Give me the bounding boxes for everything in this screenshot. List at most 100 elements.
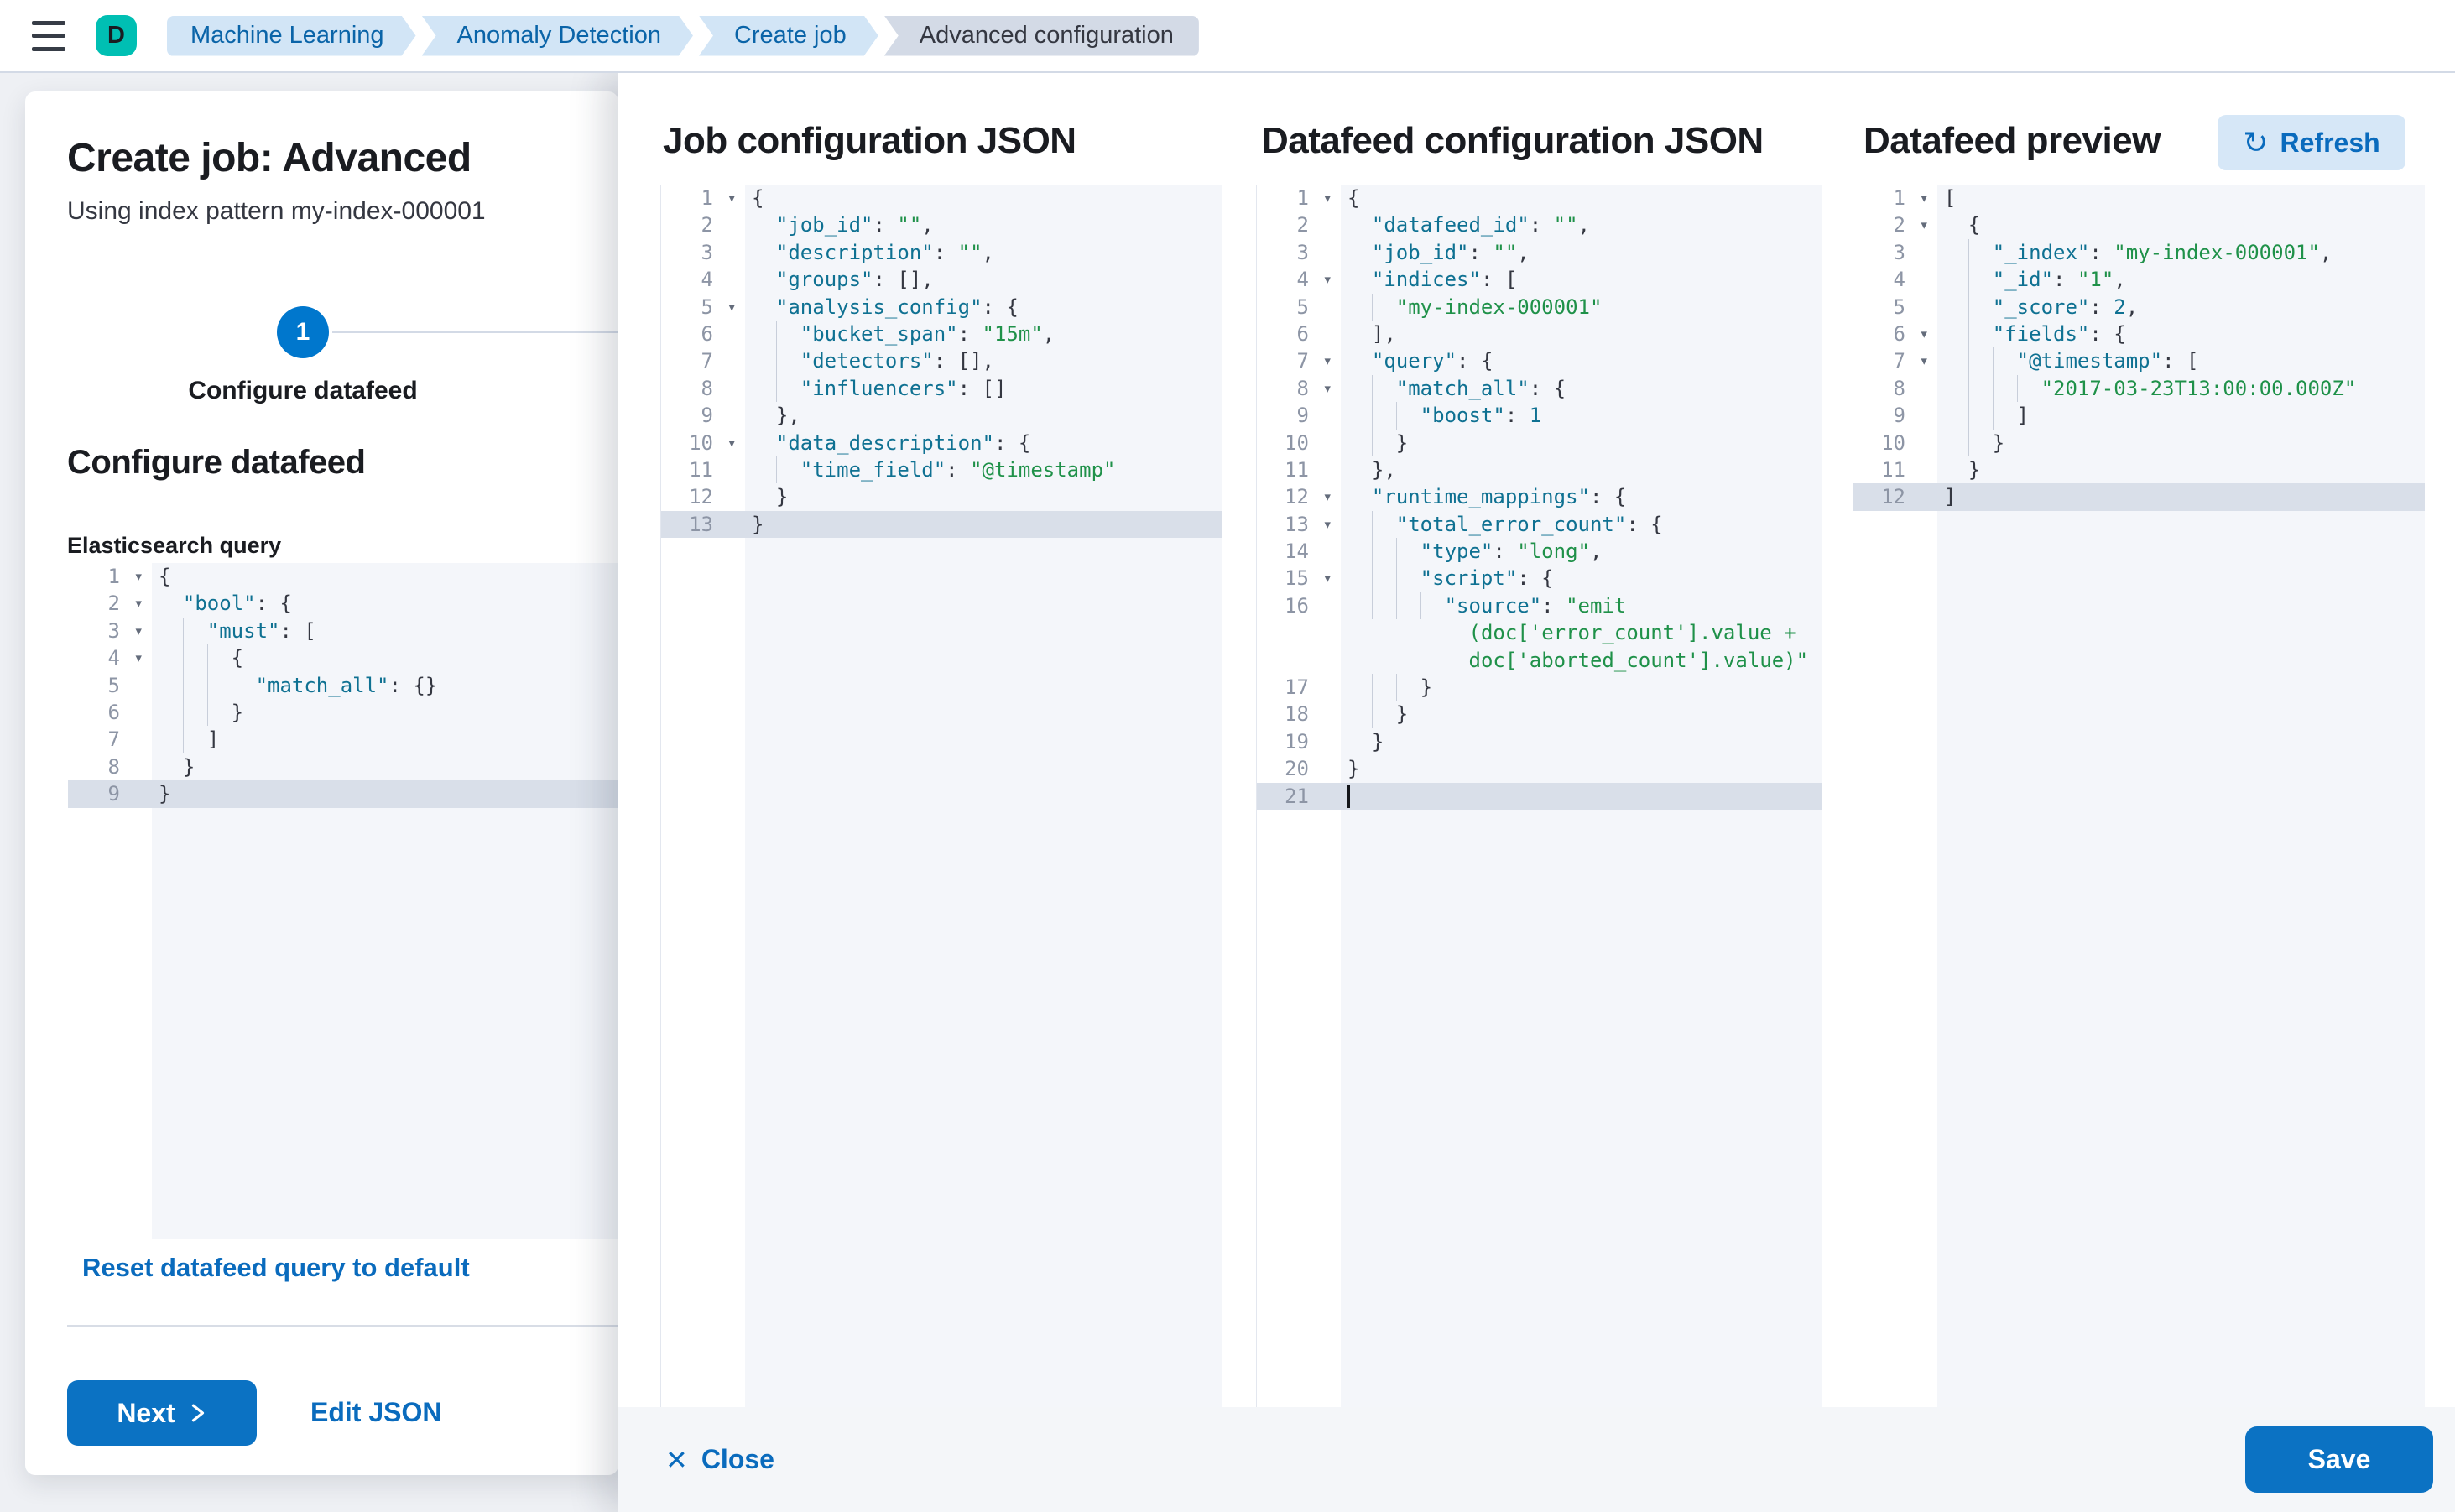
avatar[interactable]: D bbox=[96, 15, 137, 56]
fold-arrow-icon[interactable]: ▾ bbox=[1322, 189, 1332, 207]
fold-arrow-icon[interactable]: ▾ bbox=[1919, 216, 1929, 235]
breadcrumb-anomaly-detection[interactable]: Anomaly Detection bbox=[422, 16, 693, 56]
code-line: 4▾"indices": [ bbox=[1257, 266, 1822, 293]
menu-icon[interactable] bbox=[32, 20, 65, 51]
fold-arrow-icon[interactable]: ▾ bbox=[727, 433, 737, 452]
fold-arrow-icon[interactable]: ▾ bbox=[1322, 487, 1332, 507]
code-line: 6▾"fields": { bbox=[1853, 321, 2425, 347]
code-line: 7] bbox=[68, 726, 618, 753]
code-line: 2▾"bool": { bbox=[68, 590, 618, 617]
code-line: 3"_index": "my-index-000001", bbox=[1853, 239, 2425, 266]
elasticsearch-query-label: Elasticsearch query bbox=[67, 533, 282, 558]
refresh-button[interactable]: ↻ Refresh bbox=[2218, 115, 2405, 170]
datafeed-preview-editor[interactable]: 1▾[2▾{3"_index": "my-index-000001",4"_id… bbox=[1853, 185, 2425, 1407]
job-configuration-editor[interactable]: 1▾{2"job_id": "",3"description": "",4"gr… bbox=[660, 185, 1222, 1407]
code-line: 10▾"data_description": { bbox=[661, 430, 1222, 456]
code-line: 11"time_field": "@timestamp" bbox=[661, 456, 1222, 483]
breadcrumb: Machine Learning Anomaly Detection Creat… bbox=[167, 15, 1199, 56]
code-line: doc['aborted_count'].value)" bbox=[1347, 648, 1809, 672]
code-line: 21 bbox=[1257, 782, 1822, 810]
fold-arrow-icon[interactable]: ▾ bbox=[1322, 270, 1332, 289]
code-line: 10} bbox=[1853, 430, 2425, 456]
breadcrumb-advanced-configuration: Advanced configuration bbox=[883, 15, 1199, 56]
code-line: 10} bbox=[1257, 430, 1822, 456]
fold-arrow-icon[interactable]: ▾ bbox=[1322, 378, 1332, 398]
section-heading: Configure datafeed bbox=[67, 444, 366, 481]
breadcrumb-create-job[interactable]: Create job bbox=[699, 16, 878, 56]
reset-datafeed-query-link[interactable]: Reset datafeed query to default bbox=[82, 1253, 470, 1282]
code-line: 6"bucket_span": "15m", bbox=[661, 321, 1222, 347]
edit-json-flyout: Job configuration JSON Datafeed configur… bbox=[618, 73, 2455, 1512]
code-line: 5"match_all": {} bbox=[68, 672, 618, 699]
divider bbox=[67, 1325, 618, 1327]
code-line: 1▾{ bbox=[68, 563, 618, 590]
code-line: 19} bbox=[1285, 729, 1384, 753]
fold-arrow-icon[interactable]: ▾ bbox=[133, 649, 143, 668]
refresh-icon: ↻ bbox=[2243, 125, 2269, 159]
code-line: 13} bbox=[661, 510, 1222, 539]
code-line: 13▾"total_error_count": { bbox=[1257, 511, 1822, 538]
fold-arrow-icon[interactable]: ▾ bbox=[727, 189, 737, 207]
code-line: 6} bbox=[68, 699, 618, 726]
fold-arrow-icon[interactable]: ▾ bbox=[727, 297, 737, 316]
code-line: 3"description": "", bbox=[701, 240, 994, 264]
wizard-card: Create job: Advanced Using index pattern… bbox=[25, 91, 618, 1475]
text-cursor bbox=[1347, 785, 1350, 809]
code-line: 7▾"query": { bbox=[1257, 347, 1822, 374]
code-line: 8▾"match_all": { bbox=[1257, 375, 1822, 402]
code-line: (doc['error_count'].value + bbox=[1347, 621, 1796, 645]
fold-arrow-icon[interactable]: ▾ bbox=[133, 621, 143, 640]
code-line: 5"_score": 2, bbox=[1853, 294, 2425, 321]
code-line: 2"job_id": "", bbox=[701, 213, 934, 237]
step-connector-line bbox=[332, 331, 618, 333]
elasticsearch-query-editor[interactable]: 1▾{2▾"bool": {3▾"must": [4▾{5"match_all"… bbox=[68, 563, 618, 1239]
code-line: 12] bbox=[1853, 483, 2425, 511]
breadcrumb-machine-learning[interactable]: Machine Learning bbox=[167, 16, 416, 56]
code-line: 4"_id": "1", bbox=[1853, 266, 2425, 293]
code-line: 7"detectors": [], bbox=[661, 347, 1222, 374]
code-line: 5"my-index-000001" bbox=[1257, 294, 1822, 321]
close-icon: ✕ bbox=[665, 1444, 688, 1475]
code-line: 3▾"must": [ bbox=[68, 618, 618, 644]
code-line: 11}, bbox=[1285, 457, 1396, 482]
code-line: 16"source": "emit bbox=[1257, 592, 1822, 619]
save-button[interactable]: Save bbox=[2245, 1426, 2433, 1493]
job-configuration-title: Job configuration JSON bbox=[663, 120, 1076, 161]
edit-json-link[interactable]: Edit JSON bbox=[310, 1397, 442, 1427]
code-line: 8"influencers": [] bbox=[661, 375, 1222, 402]
step-1-label: Configure datafeed bbox=[188, 377, 418, 404]
code-line: 11} bbox=[1881, 457, 1981, 482]
code-line: 12} bbox=[689, 485, 789, 509]
code-line: 9} bbox=[68, 780, 618, 808]
close-button[interactable]: ✕ Close bbox=[665, 1444, 774, 1475]
code-line: 17} bbox=[1257, 674, 1822, 701]
datafeed-configuration-title: Datafeed configuration JSON bbox=[1262, 120, 1764, 161]
fold-arrow-icon[interactable]: ▾ bbox=[1919, 352, 1929, 371]
code-line: 4▾{ bbox=[68, 644, 618, 671]
fold-arrow-icon[interactable]: ▾ bbox=[1919, 189, 1929, 207]
fold-arrow-icon[interactable]: ▾ bbox=[1919, 324, 1929, 343]
code-line: 6], bbox=[1296, 321, 1396, 346]
code-line: 18} bbox=[1257, 701, 1822, 727]
step-1-indicator[interactable]: 1 bbox=[277, 306, 329, 358]
code-line: 14"type": "long", bbox=[1257, 538, 1822, 565]
fold-arrow-icon[interactable]: ▾ bbox=[1322, 569, 1332, 588]
code-line: 9"boost": 1 bbox=[1257, 402, 1822, 429]
fold-arrow-icon[interactable]: ▾ bbox=[133, 594, 143, 613]
next-button[interactable]: Next bbox=[67, 1380, 257, 1446]
code-line: 2▾{ bbox=[1853, 211, 2425, 238]
code-line: 5▾"analysis_config": { bbox=[661, 294, 1222, 321]
fold-arrow-icon[interactable]: ▾ bbox=[1322, 514, 1332, 534]
code-line: 7▾"@timestamp": [ bbox=[1853, 347, 2425, 374]
flyout-footer: ✕ Close Save bbox=[618, 1407, 2455, 1512]
code-line: 4"groups": [], bbox=[701, 268, 934, 292]
chevron-right-icon bbox=[191, 1404, 204, 1422]
code-line: 20} bbox=[1285, 757, 1360, 781]
page-title: Create job: Advanced bbox=[67, 136, 472, 180]
fold-arrow-icon[interactable]: ▾ bbox=[1322, 352, 1332, 371]
fold-arrow-icon[interactable]: ▾ bbox=[133, 567, 143, 586]
code-line: 1▾{ bbox=[1257, 185, 1822, 211]
datafeed-configuration-editor[interactable]: 1▾{2"datafeed_id": "",3"job_id": "",4▾"i… bbox=[1256, 185, 1822, 1407]
code-line: 9] bbox=[1853, 402, 2425, 429]
datafeed-preview-title: Datafeed preview bbox=[1863, 120, 2161, 161]
